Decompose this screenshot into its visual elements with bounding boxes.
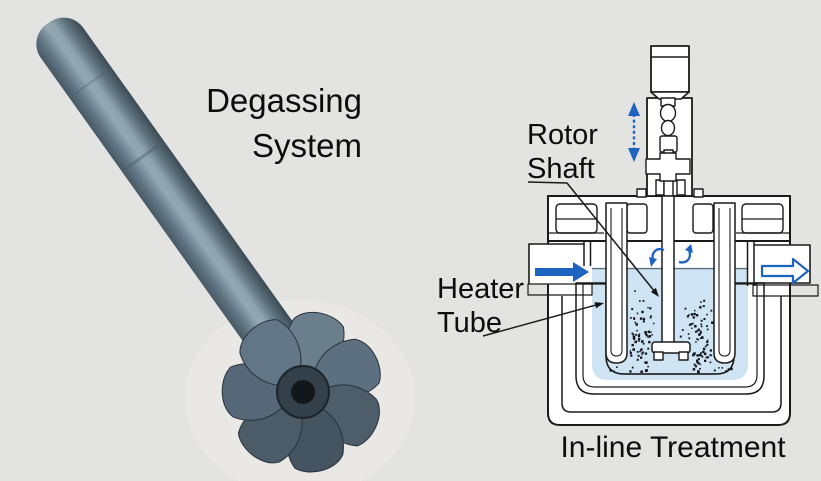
heater-tube-label-line1: Heater — [437, 273, 525, 305]
lid-tab-left — [636, 188, 647, 198]
outlet-weir-wall — [746, 241, 755, 286]
inlet-channel-outline — [528, 243, 584, 284]
flexible-coupling — [645, 97, 691, 197]
leader-line-rotor-shaft — [527, 181, 659, 297]
heater-tube-label-line2: Tube — [437, 307, 503, 339]
lid-detail-lines — [548, 218, 790, 234]
outlet-channel-outline — [754, 244, 811, 284]
impeller-bar — [651, 341, 691, 354]
rotor-shaft-label-line2: Shaft — [527, 153, 595, 185]
inflow-arrow-icon — [535, 262, 589, 282]
leader-line-heater-tube — [482, 302, 604, 337]
impeller-foot-left — [653, 351, 664, 361]
inlet-channel — [529, 244, 591, 284]
rotor-shaft-photo — [36, 17, 415, 481]
heater-tube-label: Heater Tube — [437, 272, 524, 340]
rotor-shaft-label-line1: Rotor — [527, 119, 598, 151]
rotation-arrows-icon — [649, 244, 693, 267]
casing-inner-line — [561, 296, 782, 413]
outlet-sill-hatch — [752, 284, 819, 297]
motor — [650, 45, 690, 93]
page-title: Degassing System — [140, 78, 362, 168]
title-line-2: System — [251, 127, 362, 164]
inlet-sill-hatch — [527, 283, 593, 296]
inlet-weir-wall — [583, 241, 592, 266]
shaft-photo — [36, 17, 304, 371]
outflow-arrow-icon — [760, 257, 810, 285]
gas-bubbles — [609, 290, 733, 374]
impeller-photo — [221, 311, 381, 473]
title-line-1: Degassing — [206, 82, 362, 119]
impeller-foot-right — [678, 351, 689, 361]
heater-tube-right — [713, 202, 736, 364]
inline-treatment-diagram — [482, 45, 819, 426]
rotor-shaft-diagram — [661, 195, 675, 345]
rotor-shaft-label: Rotor Shaft — [527, 118, 598, 186]
diagram-caption: In-line Treatment — [560, 431, 786, 464]
lid-tab-right — [693, 188, 704, 198]
vertical-motion-arrow-icon — [628, 102, 640, 162]
motor-base — [650, 91, 690, 100]
heater-tube-left — [605, 202, 628, 364]
